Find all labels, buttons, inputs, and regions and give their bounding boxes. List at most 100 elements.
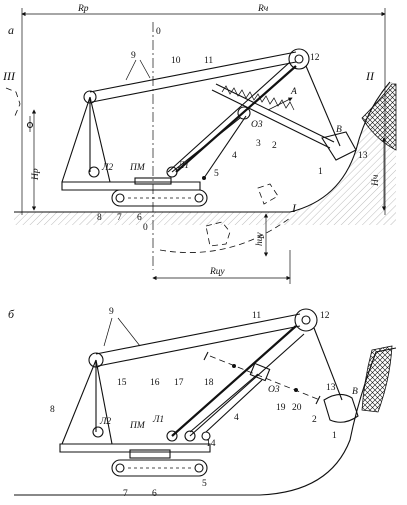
rod-4-b bbox=[205, 379, 263, 433]
pulley-l2-b bbox=[92, 426, 104, 438]
panel-label-b: б bbox=[8, 307, 15, 321]
dim-hch: Hч bbox=[371, 174, 381, 187]
dim-hcu: hцу bbox=[255, 232, 265, 246]
hoist-rope-b bbox=[313, 327, 343, 401]
num-4-a: 4 bbox=[232, 151, 237, 161]
label-o3-a: О3 bbox=[251, 120, 263, 130]
crawler-b bbox=[111, 459, 208, 477]
num-4-b: 4 bbox=[234, 413, 239, 423]
num-9-b: 9 bbox=[109, 307, 114, 317]
a-frame-b bbox=[61, 359, 113, 445]
num-20-b: 20 bbox=[292, 403, 302, 413]
num-11-b: 11 bbox=[252, 311, 261, 321]
boom-rope-lower-b bbox=[97, 325, 301, 367]
num-19-b: 19 bbox=[276, 403, 286, 413]
num-17-b: 17 bbox=[174, 378, 184, 388]
label-pos-2: II bbox=[365, 69, 375, 83]
axis-o-top: 0 bbox=[156, 27, 161, 37]
num-9-a: 9 bbox=[131, 51, 136, 61]
num-14-b: 14 bbox=[206, 439, 216, 449]
num-13-b: 13 bbox=[326, 383, 336, 393]
num-6-a: 6 bbox=[137, 213, 142, 223]
dim-hp: Hр bbox=[31, 168, 41, 181]
turntable-a bbox=[134, 177, 172, 185]
label-l2-a: Л2 bbox=[101, 163, 113, 173]
num-7-b: 7 bbox=[123, 489, 128, 499]
label-pos-1: I bbox=[291, 201, 297, 215]
num-1-a: 1 bbox=[318, 167, 323, 177]
rope-5-a bbox=[203, 115, 247, 179]
head-sheave-a bbox=[288, 48, 310, 70]
boom-b bbox=[171, 325, 297, 437]
num-13-a: 13 bbox=[358, 151, 368, 161]
num-5-b: 5 bbox=[202, 479, 207, 489]
crawler-a bbox=[111, 189, 208, 207]
dipper-stick-a bbox=[211, 83, 335, 149]
num-11-a: 11 bbox=[204, 56, 213, 66]
saddle-block-b bbox=[249, 362, 271, 382]
bucket-position-3: III bbox=[2, 69, 34, 132]
soil-face bbox=[361, 83, 397, 151]
dim-rch: Rч bbox=[257, 4, 269, 14]
anchor-5-a bbox=[202, 176, 206, 180]
num-2-b: 2 bbox=[312, 415, 317, 425]
pulley-l2-a bbox=[88, 166, 100, 178]
dim-rcu: Rцу bbox=[209, 267, 225, 277]
label-pm-a: ПМ bbox=[129, 163, 146, 173]
label-pos-3: III bbox=[2, 69, 16, 83]
gantry-pulley-a bbox=[83, 90, 97, 104]
stick-ticks-b bbox=[203, 351, 321, 405]
soil-face-b bbox=[361, 345, 393, 413]
num-10-a: 10 bbox=[171, 56, 181, 66]
label-l2-b: Л2 bbox=[99, 417, 111, 427]
boom-rope-lower-a bbox=[91, 61, 297, 103]
point-18-b bbox=[232, 364, 236, 368]
boom-a bbox=[175, 65, 297, 173]
dipper-stick-b bbox=[209, 355, 321, 401]
turntable-b bbox=[129, 449, 171, 459]
bucket-a bbox=[321, 131, 357, 161]
gantry-pulley-b bbox=[88, 352, 104, 368]
a-frame-a bbox=[61, 96, 111, 183]
num-3-a: 3 bbox=[256, 139, 261, 149]
platform-a bbox=[61, 181, 201, 191]
num-6-b: 6 bbox=[152, 489, 157, 499]
dim-rp: Rр bbox=[77, 4, 89, 14]
panel-label-a: а bbox=[8, 23, 14, 37]
num-2-a: 2 bbox=[272, 141, 277, 151]
num-12-a: 12 bbox=[310, 53, 320, 63]
head-sheave-b bbox=[294, 308, 318, 332]
crowd-rope-a bbox=[171, 117, 241, 173]
num-5-a: 5 bbox=[214, 169, 219, 179]
platform-b bbox=[59, 443, 211, 453]
bucket-b bbox=[323, 393, 359, 423]
num-16-b: 16 bbox=[150, 378, 160, 388]
label-b-b: В bbox=[352, 387, 358, 397]
rod-17-b bbox=[189, 373, 259, 433]
diagram-a: а Rр Rч 0 0 Л2 Л1 bbox=[2, 4, 397, 284]
num-18-b: 18 bbox=[204, 378, 214, 388]
axis-o-bottom: 0 bbox=[143, 223, 148, 233]
pin-l1-b bbox=[166, 430, 178, 442]
boom-edge-a bbox=[167, 61, 291, 173]
num-12-b: 12 bbox=[320, 311, 330, 321]
hoist-rope-a bbox=[305, 65, 341, 147]
label-o3-b: О3 bbox=[268, 385, 280, 395]
label-pm-b: ПМ bbox=[129, 421, 146, 431]
bucket-position-1: I bbox=[159, 183, 297, 253]
boom-rope-upper-b bbox=[95, 313, 301, 355]
num-7-a: 7 bbox=[117, 213, 122, 223]
label-a-a: А bbox=[290, 87, 297, 97]
num-8-b: 8 bbox=[50, 405, 55, 415]
arrow-a bbox=[267, 97, 293, 111]
num-1-b: 1 bbox=[332, 431, 337, 441]
num-8-a: 8 bbox=[97, 213, 102, 223]
pin-14-b bbox=[184, 430, 196, 442]
label-b-a: В bbox=[336, 125, 342, 135]
diagram-b: б Л2 ПМ Л1 12 bbox=[8, 307, 397, 499]
boom-edge-b bbox=[189, 333, 305, 437]
boom-rope-upper-a bbox=[89, 51, 297, 93]
point-20-b bbox=[294, 388, 298, 392]
label-l1-b: Л1 bbox=[152, 415, 164, 425]
